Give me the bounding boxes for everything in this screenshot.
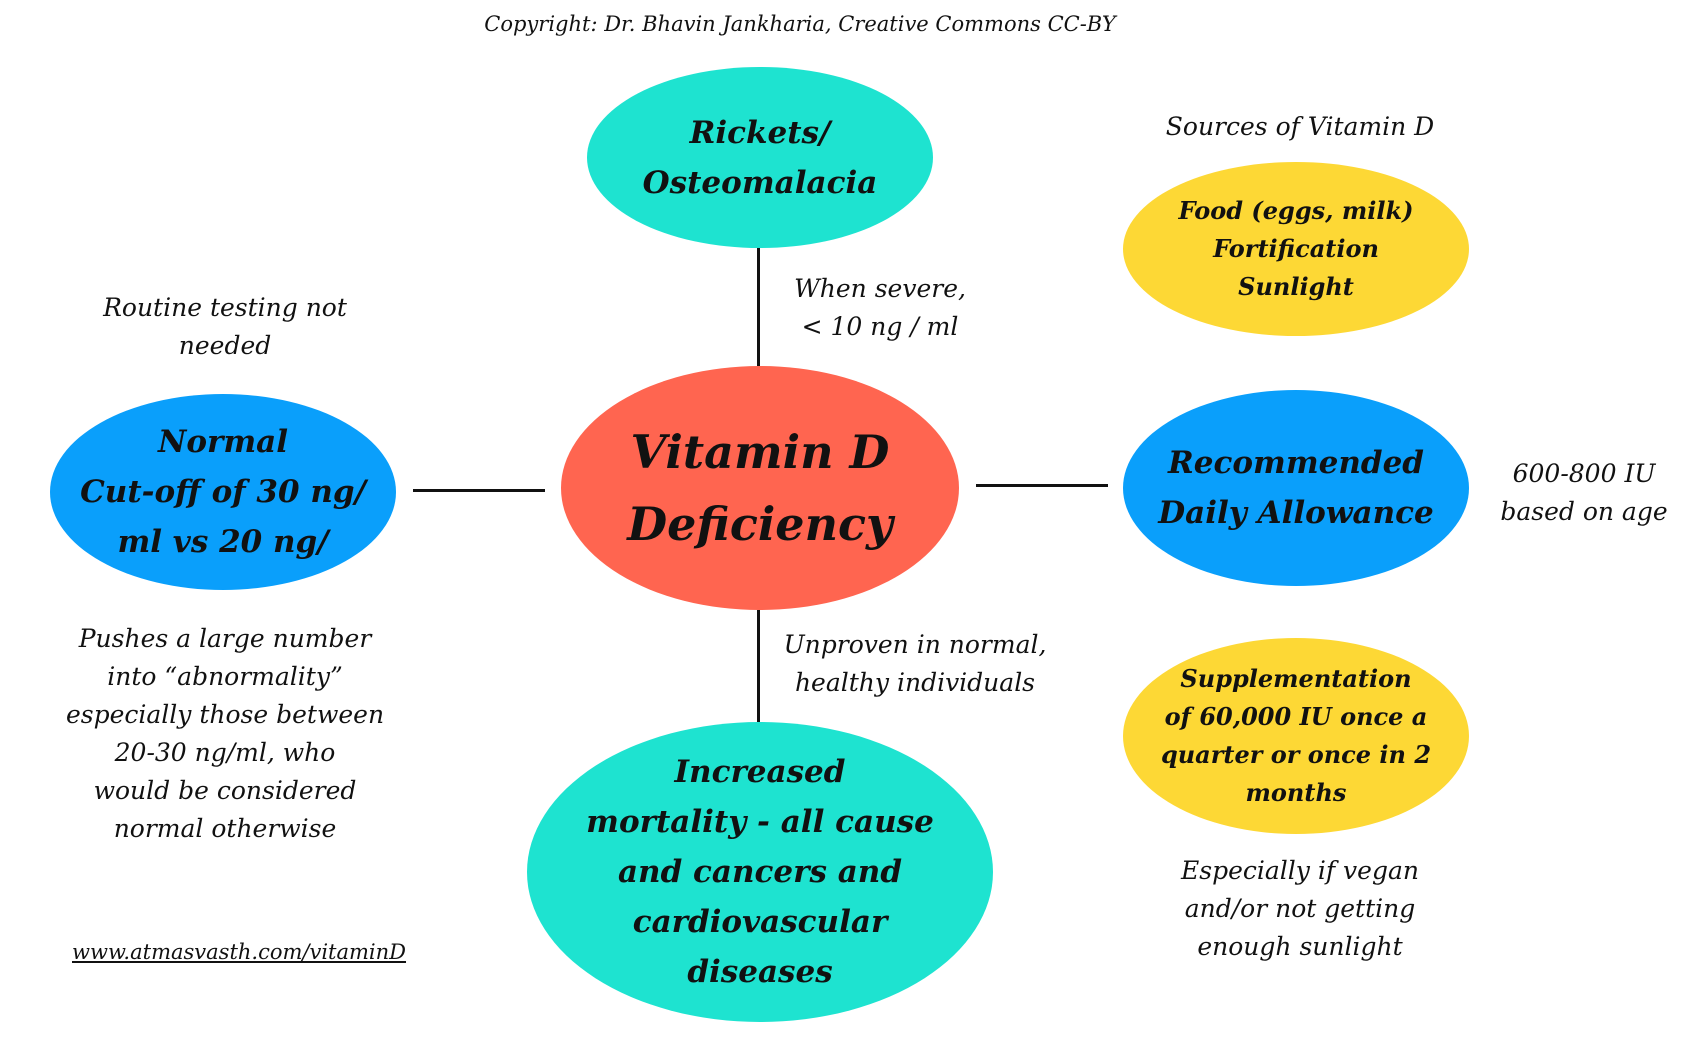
node-sources-label: Food (eggs, milk) Fortification Sunlight <box>1178 196 1414 301</box>
connector-center-to-normal <box>413 489 545 492</box>
node-mortality-label: Increased mortality - all cause and canc… <box>586 754 934 990</box>
connector-center-to-rickets <box>757 248 760 366</box>
node-recommended-daily-allowance: Recommended Daily Allowance <box>1123 390 1469 586</box>
connector-center-to-rda <box>976 484 1108 487</box>
center-node-vitamin-d-deficiency: Vitamin D Deficiency <box>561 366 959 610</box>
note-pushes-abnormality: Pushes a large number into “abnormality”… <box>65 624 385 843</box>
node-rickets-label: Rickets/ Osteomalacia <box>642 114 878 201</box>
note-especially-vegan: Especially if vegan and/or not getting e… <box>1181 856 1419 961</box>
node-increased-mortality: Increased mortality - all cause and canc… <box>527 722 993 1022</box>
note-rda-value: 600-800 IU based on age <box>1500 459 1668 526</box>
node-normal-cutoff: Normal Cut-off of 30 ng/ ml vs 20 ng/ <box>50 394 396 590</box>
node-normal-label: Normal Cut-off of 30 ng/ ml vs 20 ng/ <box>80 424 366 560</box>
note-unproven: Unproven in normal, healthy individuals <box>783 630 1047 697</box>
node-rda-label: Recommended Daily Allowance <box>1158 445 1434 531</box>
node-supplementation-label: Supplementation of 60,000 IU once a quar… <box>1160 664 1432 807</box>
node-sources-of-vitamin-d: Food (eggs, milk) Fortification Sunlight <box>1123 162 1469 336</box>
website-link[interactable]: www.atmasvasth.com/vitaminD <box>72 940 407 964</box>
note-sources-title: Sources of Vitamin D <box>1165 112 1435 141</box>
note-routine-testing: Routine testing not needed <box>103 293 347 360</box>
center-node-title: Vitamin D Deficiency <box>627 425 893 551</box>
connector-center-to-mortality <box>757 610 760 722</box>
note-when-severe: When severe, < 10 ng / ml <box>794 274 966 341</box>
copyright-text: Copyright: Dr. Bhavin Jankharia, Creativ… <box>484 12 1116 36</box>
node-supplementation: Supplementation of 60,000 IU once a quar… <box>1123 638 1469 834</box>
node-rickets-osteomalacia: Rickets/ Osteomalacia <box>587 67 933 248</box>
